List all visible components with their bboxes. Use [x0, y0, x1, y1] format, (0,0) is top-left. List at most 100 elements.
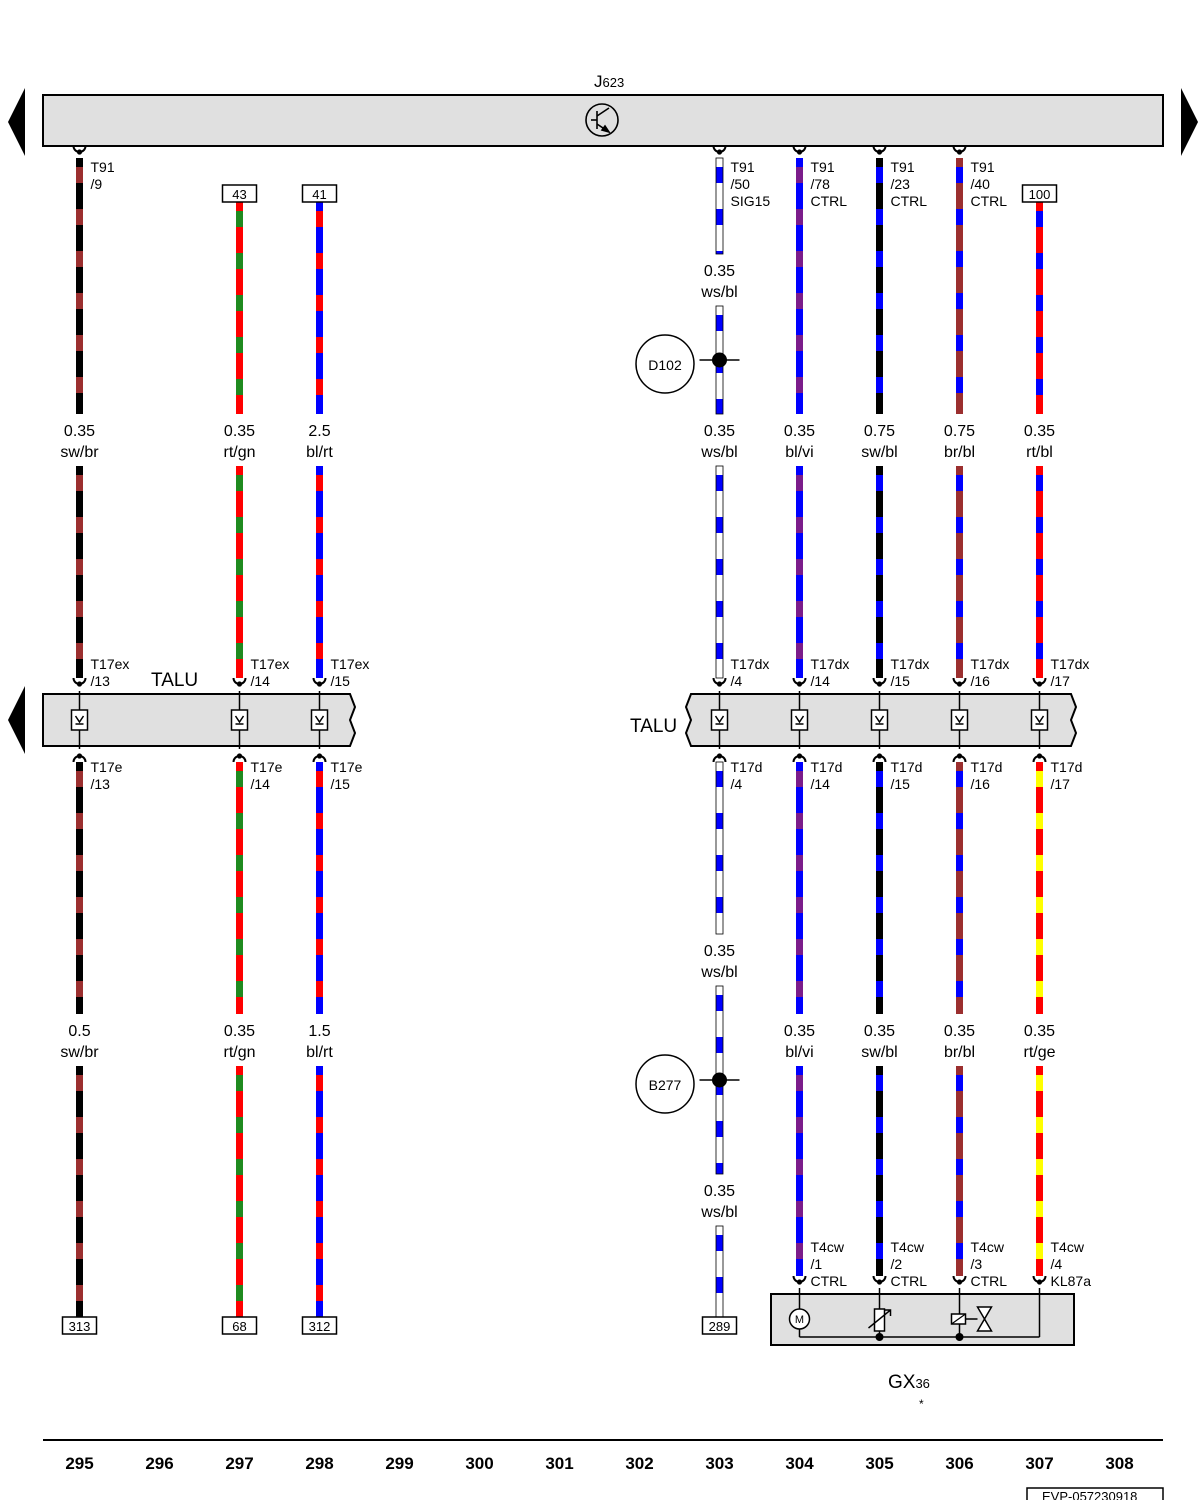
pin-label: /16: [971, 776, 991, 792]
wire-stripe: [76, 293, 83, 309]
pin-label: T17e: [91, 759, 123, 775]
reference-box[interactable]: [301, 184, 338, 203]
wire-segment: [316, 762, 323, 1014]
wire-stripe: [236, 813, 243, 829]
reference-box[interactable]: [1021, 184, 1058, 203]
wire-stripe: [956, 1243, 963, 1259]
wire-stripe: [316, 559, 323, 575]
reference-box[interactable]: [301, 1316, 338, 1335]
wire-stripe: [716, 1121, 723, 1137]
wire-stripe: [316, 211, 323, 227]
wire-stripe: [796, 335, 803, 351]
wire-stripe: [316, 643, 323, 659]
module-label: J623: [594, 72, 624, 91]
wire-stripe: [1036, 643, 1043, 659]
wire-stripe: [956, 771, 963, 787]
reference-label: 68: [232, 1319, 246, 1334]
wire-stripe: [716, 771, 723, 787]
wire-stripe: [956, 601, 963, 617]
pin-label: /3: [971, 1256, 983, 1272]
wire-stripe: [956, 209, 963, 225]
wire-stripe: [716, 1235, 723, 1251]
wire-stripe: [716, 167, 723, 183]
reference-box[interactable]: [221, 184, 258, 203]
reference-box[interactable]: [61, 1316, 98, 1335]
wire-stripe: [956, 981, 963, 997]
reference-box[interactable]: [221, 1316, 258, 1335]
pin-dot: [1036, 1279, 1043, 1285]
pin-label: T4cw: [811, 1239, 845, 1255]
wire-stripe: [876, 1243, 883, 1259]
wire-color-label: bl/rt: [306, 1044, 333, 1061]
wire-stripe: [1036, 295, 1043, 311]
wire-stripe: [796, 1243, 803, 1259]
wire-stripe: [796, 559, 803, 575]
pin-label: KL87a: [1051, 1273, 1092, 1289]
wire-stripe: [876, 939, 883, 955]
pin-label: SIG15: [731, 193, 771, 209]
wire-stripe: [876, 377, 883, 393]
control-module-box: [42, 94, 1164, 147]
pin-label: CTRL: [891, 193, 928, 209]
wire-size-label: 0.35: [704, 423, 735, 440]
wire-stripe: [876, 1201, 883, 1217]
wire-stripe: [716, 813, 723, 829]
wire-stripe: [316, 1159, 323, 1175]
wire-color-label: bl/rt: [306, 444, 333, 461]
wire-color-label: br/bl: [944, 444, 975, 461]
wire-stripe: [236, 1201, 243, 1217]
wire-color-label: rt/gn: [223, 1044, 255, 1061]
wire-stripe: [316, 855, 323, 871]
pin-label: /14: [811, 776, 831, 792]
wire-segment: [796, 158, 803, 414]
reference-box[interactable]: [701, 1316, 738, 1335]
pin-dot: [876, 149, 883, 155]
wire-segment: [716, 762, 723, 934]
pin-dot: [796, 149, 803, 155]
wire-stripe: [76, 981, 83, 997]
wire-stripe: [76, 209, 83, 225]
wire-stripe: [716, 601, 723, 617]
wire-stripe: [716, 399, 723, 414]
wire-stripe: [876, 251, 883, 267]
reference-label: 41: [312, 187, 326, 202]
pin-label: T17e: [331, 759, 363, 775]
splice-label: D102: [648, 357, 682, 373]
terminal-icon: [1030, 709, 1049, 731]
wire-segment: [76, 158, 83, 414]
wire-size-label: 0.35: [64, 423, 95, 440]
talu-link-arrow[interactable]: [8, 686, 25, 754]
wire-stripe: [876, 475, 883, 491]
wire-stripe: [796, 377, 803, 393]
wire-stripe: [956, 167, 963, 183]
pin-label: T17dx: [891, 656, 930, 672]
wire-size-label: 0.35: [224, 423, 255, 440]
wire-stripe: [236, 211, 243, 227]
wire-stripe: [716, 1163, 723, 1174]
talu-left-panel: [42, 693, 357, 747]
wire-stripe: [76, 601, 83, 617]
pin-label: T17dx: [1051, 656, 1090, 672]
pin-dot: [956, 681, 963, 687]
pin-label: /50: [731, 176, 751, 192]
wire-size-label: 0.35: [704, 263, 735, 280]
wire-stripe: [956, 335, 963, 351]
pin-dot: [316, 753, 323, 759]
column-number: 300: [465, 1454, 493, 1473]
wire-stripe: [1036, 559, 1043, 575]
wire-stripe: [236, 601, 243, 617]
pin-label: /16: [971, 673, 991, 689]
pin-dot: [796, 1279, 803, 1285]
page-forward-arrow[interactable]: [1181, 88, 1198, 156]
wire-stripe: [236, 855, 243, 871]
wire-color-label: sw/bl: [861, 444, 897, 461]
page-back-arrow[interactable]: [8, 88, 25, 156]
pin-label: T91: [91, 159, 115, 175]
pin-label: /14: [251, 776, 271, 792]
wire-stripe: [1036, 601, 1043, 617]
wire-stripe: [236, 517, 243, 533]
pin-label: T17d: [1051, 759, 1083, 775]
wire-stripe: [876, 293, 883, 309]
wire-stripe: [76, 813, 83, 829]
